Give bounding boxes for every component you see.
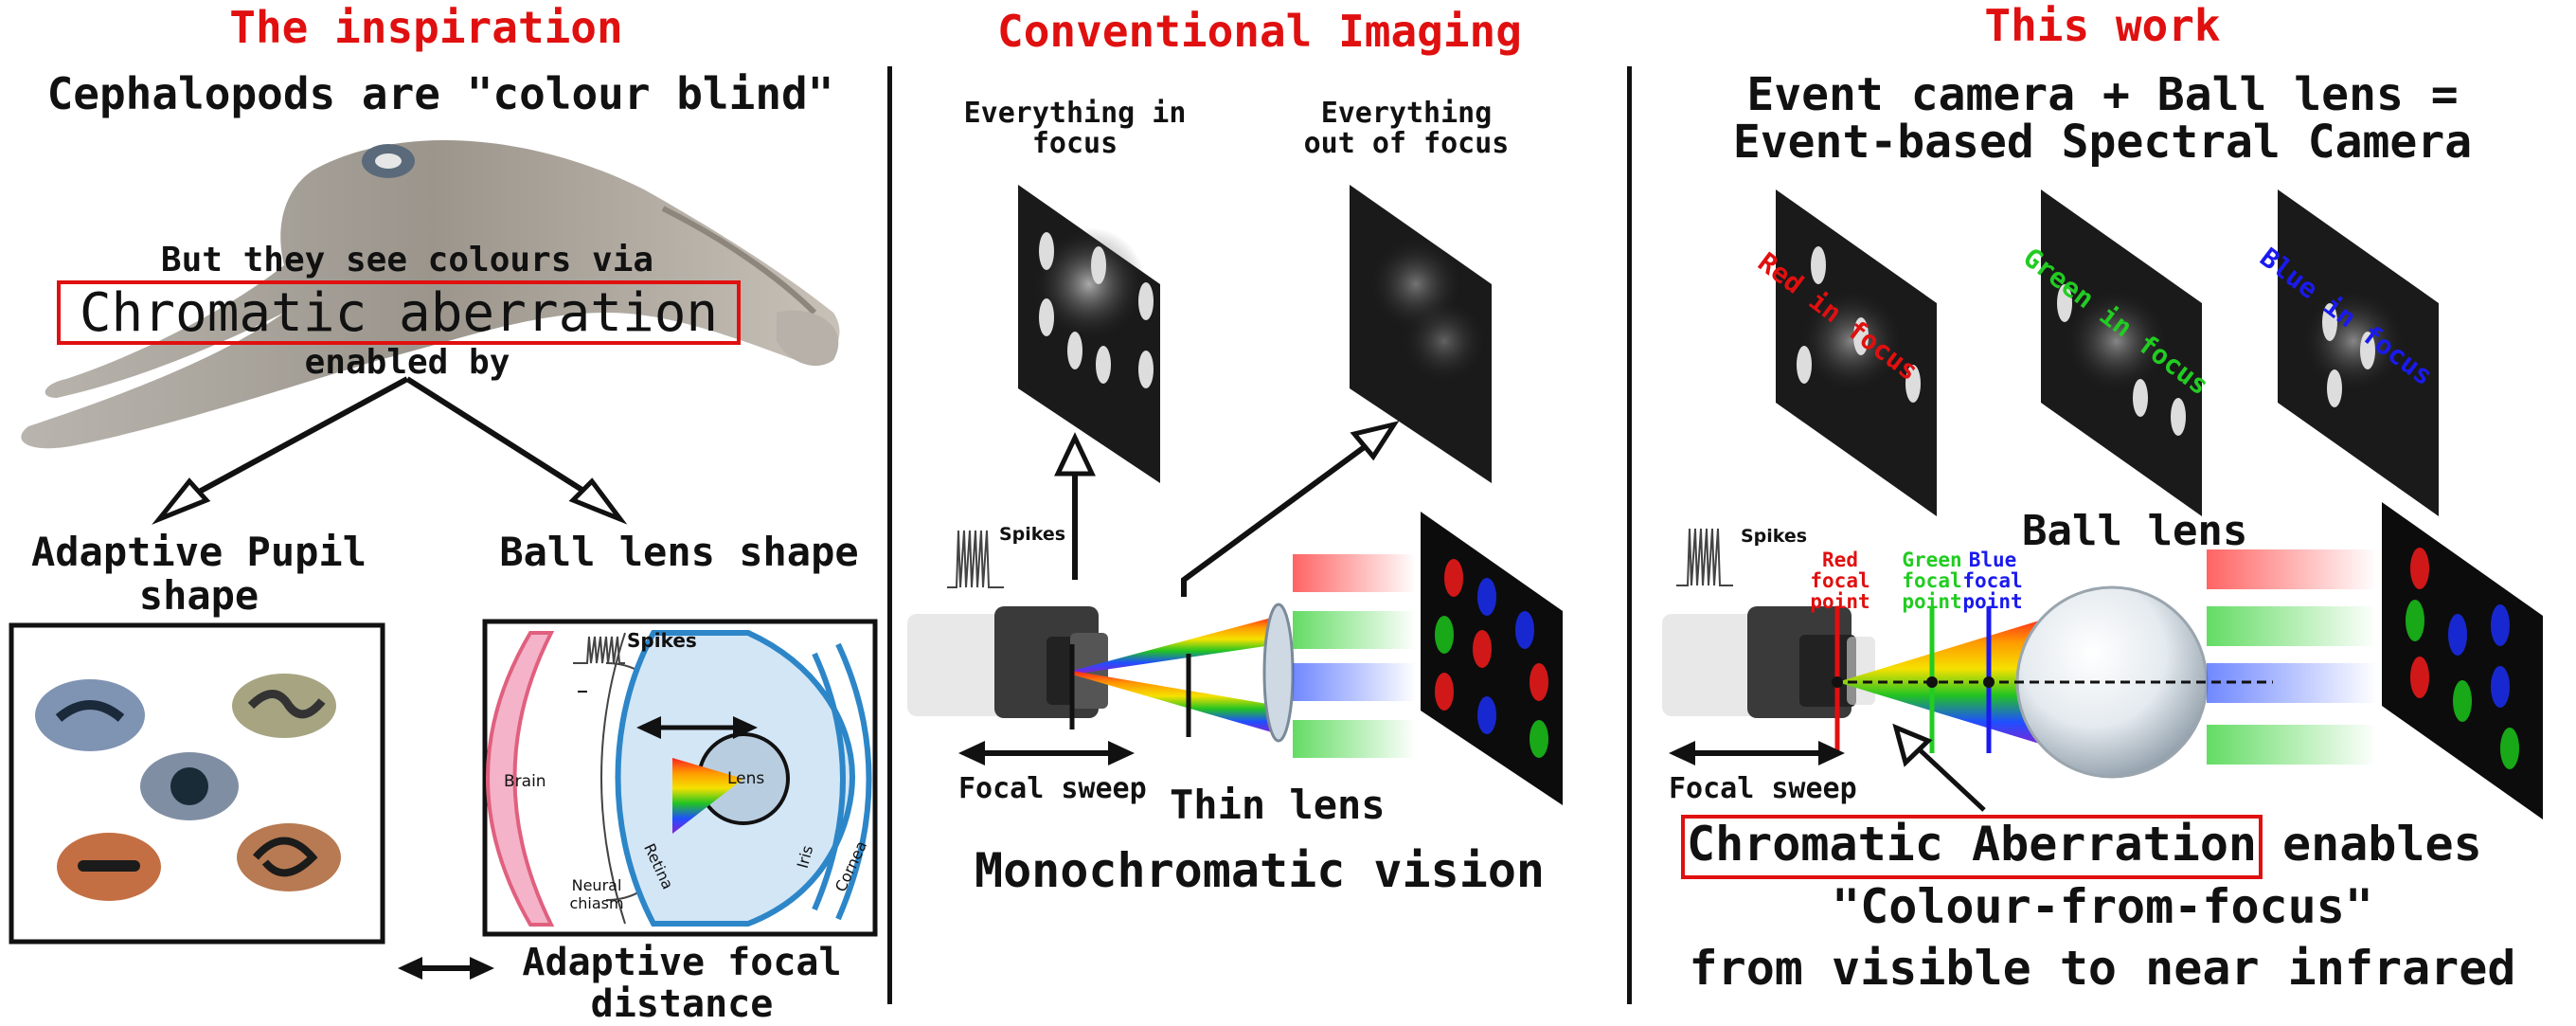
blue-in-focus-image bbox=[2278, 189, 2439, 516]
eye-spikes-label: Spikes bbox=[627, 629, 697, 652]
spike-train-middle bbox=[947, 530, 1004, 588]
see-colours-text: But they see colours via bbox=[160, 241, 654, 279]
colour-scene-middle bbox=[1421, 512, 1563, 805]
title-line-1: Event camera + Ball lens = bbox=[1746, 68, 2459, 121]
out-of-focus-arrow bbox=[1181, 438, 1375, 597]
aberration-arrow bbox=[1911, 742, 1986, 812]
colour-from-focus-text: "Colour-from-focus" bbox=[1832, 879, 2373, 934]
focal-sweep-arrow-right bbox=[1669, 741, 1845, 765]
adaptive-focal-label: Adaptive focal distance bbox=[522, 941, 842, 1026]
chromatic-aberration-box-right bbox=[1681, 815, 2263, 879]
red-focal-point-label: Red focal point bbox=[1810, 549, 1870, 613]
branch-arrows bbox=[178, 376, 603, 505]
heading-inspiration: The inspiration bbox=[229, 2, 623, 53]
eye-chiasm-label: Neural chiasm bbox=[569, 876, 624, 912]
green-in-focus-image bbox=[2041, 189, 2202, 516]
enables-text: enables bbox=[2282, 817, 2482, 872]
monochromatic-label: Monochromatic vision bbox=[974, 843, 1546, 898]
in-focus-image bbox=[1018, 185, 1160, 483]
red-focal-dot bbox=[1832, 676, 1843, 688]
right-arrowhead bbox=[568, 477, 628, 525]
in-focus-arrowhead bbox=[1054, 432, 1096, 477]
visible-to-nir-text: from visible to near infrared bbox=[1689, 941, 2516, 996]
spikes-label-right: Spikes bbox=[1741, 526, 1808, 547]
spike-train-left bbox=[573, 636, 625, 664]
blue-focal-dot bbox=[1983, 676, 1995, 688]
pupil-eyes bbox=[35, 674, 341, 901]
adaptive-pupil-label: Adaptive Pupil shape bbox=[30, 529, 367, 619]
spike-train-right bbox=[1676, 528, 1733, 586]
eye-lens-label: Lens bbox=[727, 769, 765, 788]
left-arrowhead bbox=[152, 477, 211, 525]
focal-sweep-label-right: Focal sweep bbox=[1669, 772, 1857, 805]
focal-sweep-arrow-middle bbox=[958, 741, 1135, 765]
eye-brain-label: Brain bbox=[504, 772, 546, 791]
chromatic-aberration-text-right: Chromatic Aberration bbox=[1686, 817, 2258, 872]
heading-this-work: This work bbox=[1984, 0, 2221, 51]
chromatic-aberration-text: Chromatic aberration bbox=[79, 282, 719, 344]
divider-right bbox=[1627, 66, 1632, 1004]
thin-lens bbox=[1262, 603, 1295, 743]
red-in-focus-image bbox=[1776, 189, 1937, 516]
event-camera-right bbox=[1662, 606, 1875, 718]
heading-conventional: Conventional Imaging bbox=[997, 6, 1522, 57]
out-of-focus-image bbox=[1350, 185, 1492, 483]
colour-beams-right bbox=[2207, 549, 2377, 765]
enabled-by-text: enabled by bbox=[304, 343, 510, 382]
out-of-focus-label: Everything out of focus bbox=[1303, 97, 1510, 160]
event-camera-middle bbox=[907, 606, 1108, 718]
focal-sweep-label-middle: Focal sweep bbox=[958, 772, 1147, 805]
in-focus-label: Everything in focus bbox=[963, 97, 1187, 160]
ball-lens-shape-label: Ball lens shape bbox=[499, 529, 859, 575]
focal-distance-arrow bbox=[398, 957, 494, 980]
colour-beams-middle bbox=[1293, 554, 1416, 758]
aberration-arrowhead bbox=[1892, 723, 1933, 767]
green-focal-dot bbox=[1926, 676, 1938, 688]
spikes-label-middle: Spikes bbox=[999, 524, 1066, 545]
green-focal-point-label: Green focal point bbox=[1902, 549, 1962, 613]
rainbow-rays-middle bbox=[1072, 616, 1279, 734]
chromatic-aberration-box bbox=[57, 280, 741, 345]
cuttlefish-image bbox=[21, 139, 840, 449]
cephalopod-title: Cephalopods are "colour blind" bbox=[46, 68, 834, 119]
thin-lens-label: Thin lens bbox=[1170, 782, 1386, 828]
blue-focal-point-label: Blue focal point bbox=[1962, 549, 2023, 613]
ball-lens-label: Ball lens bbox=[2022, 507, 2248, 555]
title-line-2: Event-based Spectral Camera bbox=[1732, 116, 2473, 169]
out-of-focus-arrowhead bbox=[1350, 421, 1400, 461]
colour-scene-right bbox=[2382, 502, 2543, 819]
eye-diagram bbox=[486, 630, 872, 927]
divider-left bbox=[887, 66, 892, 1004]
